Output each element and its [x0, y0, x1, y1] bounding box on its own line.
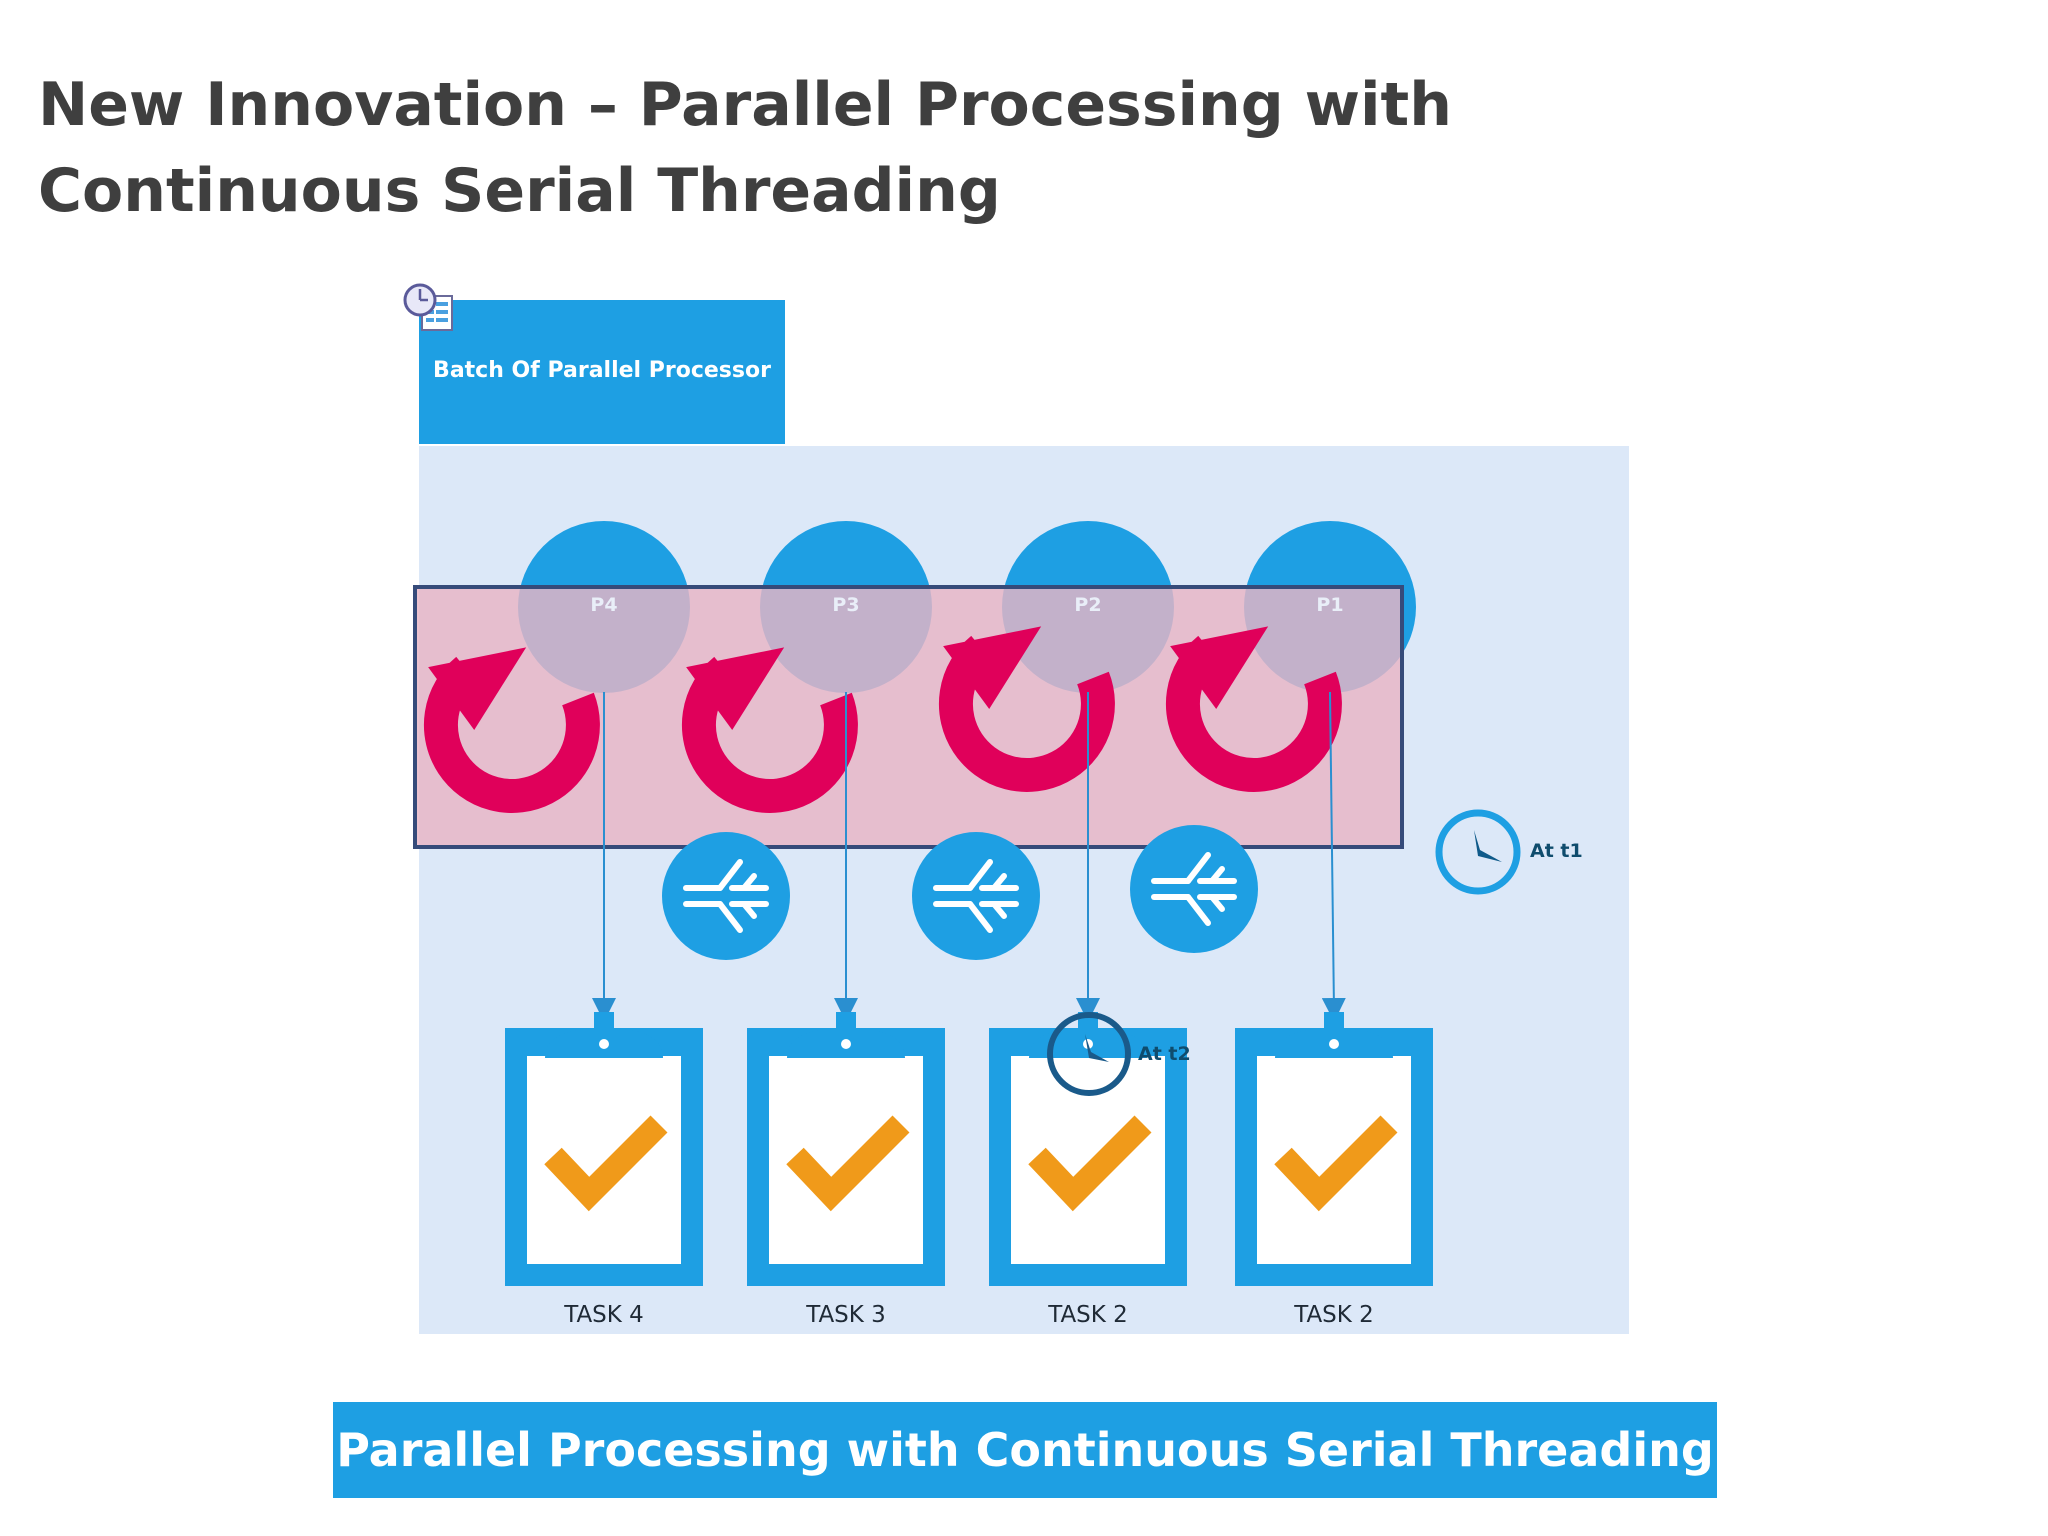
batch-header: Batch Of Parallel Processor — [419, 300, 785, 444]
clock-icon — [1435, 809, 1521, 895]
merge-arrows-icon — [1130, 825, 1258, 953]
merge-arrows-icon — [912, 832, 1040, 960]
refresh-cycle-icon — [423, 647, 600, 813]
connector-p1-task — [1321, 691, 1346, 1022]
thread-band — [413, 585, 1404, 849]
clock-icon — [1047, 1012, 1131, 1096]
processor-label-p2: P2 — [1074, 594, 1102, 616]
batch-label: Batch Of Parallel Processor — [433, 358, 771, 383]
clipboard-check-icon — [505, 1012, 703, 1286]
refresh-cycle-icon — [938, 626, 1115, 792]
page-title: New Innovation – Parallel Processing wit… — [38, 62, 1538, 234]
page-title-line1: New Innovation – Parallel Processing wit… — [38, 70, 1452, 140]
processor-label-p3: P3 — [832, 594, 860, 616]
task-label-2b: TASK 2 — [1294, 1302, 1374, 1328]
connector-arrows — [592, 691, 1346, 1022]
footer-banner: Parallel Processing with Continuous Seri… — [333, 1402, 1717, 1498]
merge-icons — [662, 825, 1258, 960]
processor-label-p4: P4 — [590, 594, 618, 616]
refresh-cycle-icon — [681, 647, 858, 813]
merge-arrows-icon — [662, 832, 790, 960]
task-clipboards — [505, 1012, 1433, 1286]
time-label-t1: At t1 — [1530, 840, 1583, 862]
clipboard-check-icon — [747, 1012, 945, 1286]
task-label-2a: TASK 2 — [1048, 1302, 1128, 1328]
processor-label-p1: P1 — [1316, 594, 1344, 616]
footer-banner-text: Parallel Processing with Continuous Seri… — [336, 1423, 1714, 1477]
refresh-cycle-icon — [1165, 626, 1342, 792]
time-label-t2: At t2 — [1138, 1043, 1191, 1065]
task-label-4: TASK 4 — [564, 1302, 644, 1328]
clipboard-check-icon — [1235, 1012, 1433, 1286]
page-title-line2: Continuous Serial Threading — [38, 156, 1001, 226]
clock-schedule-icon — [403, 283, 453, 331]
refresh-cycle-icons — [423, 626, 1342, 813]
task-label-3: TASK 3 — [806, 1302, 886, 1328]
